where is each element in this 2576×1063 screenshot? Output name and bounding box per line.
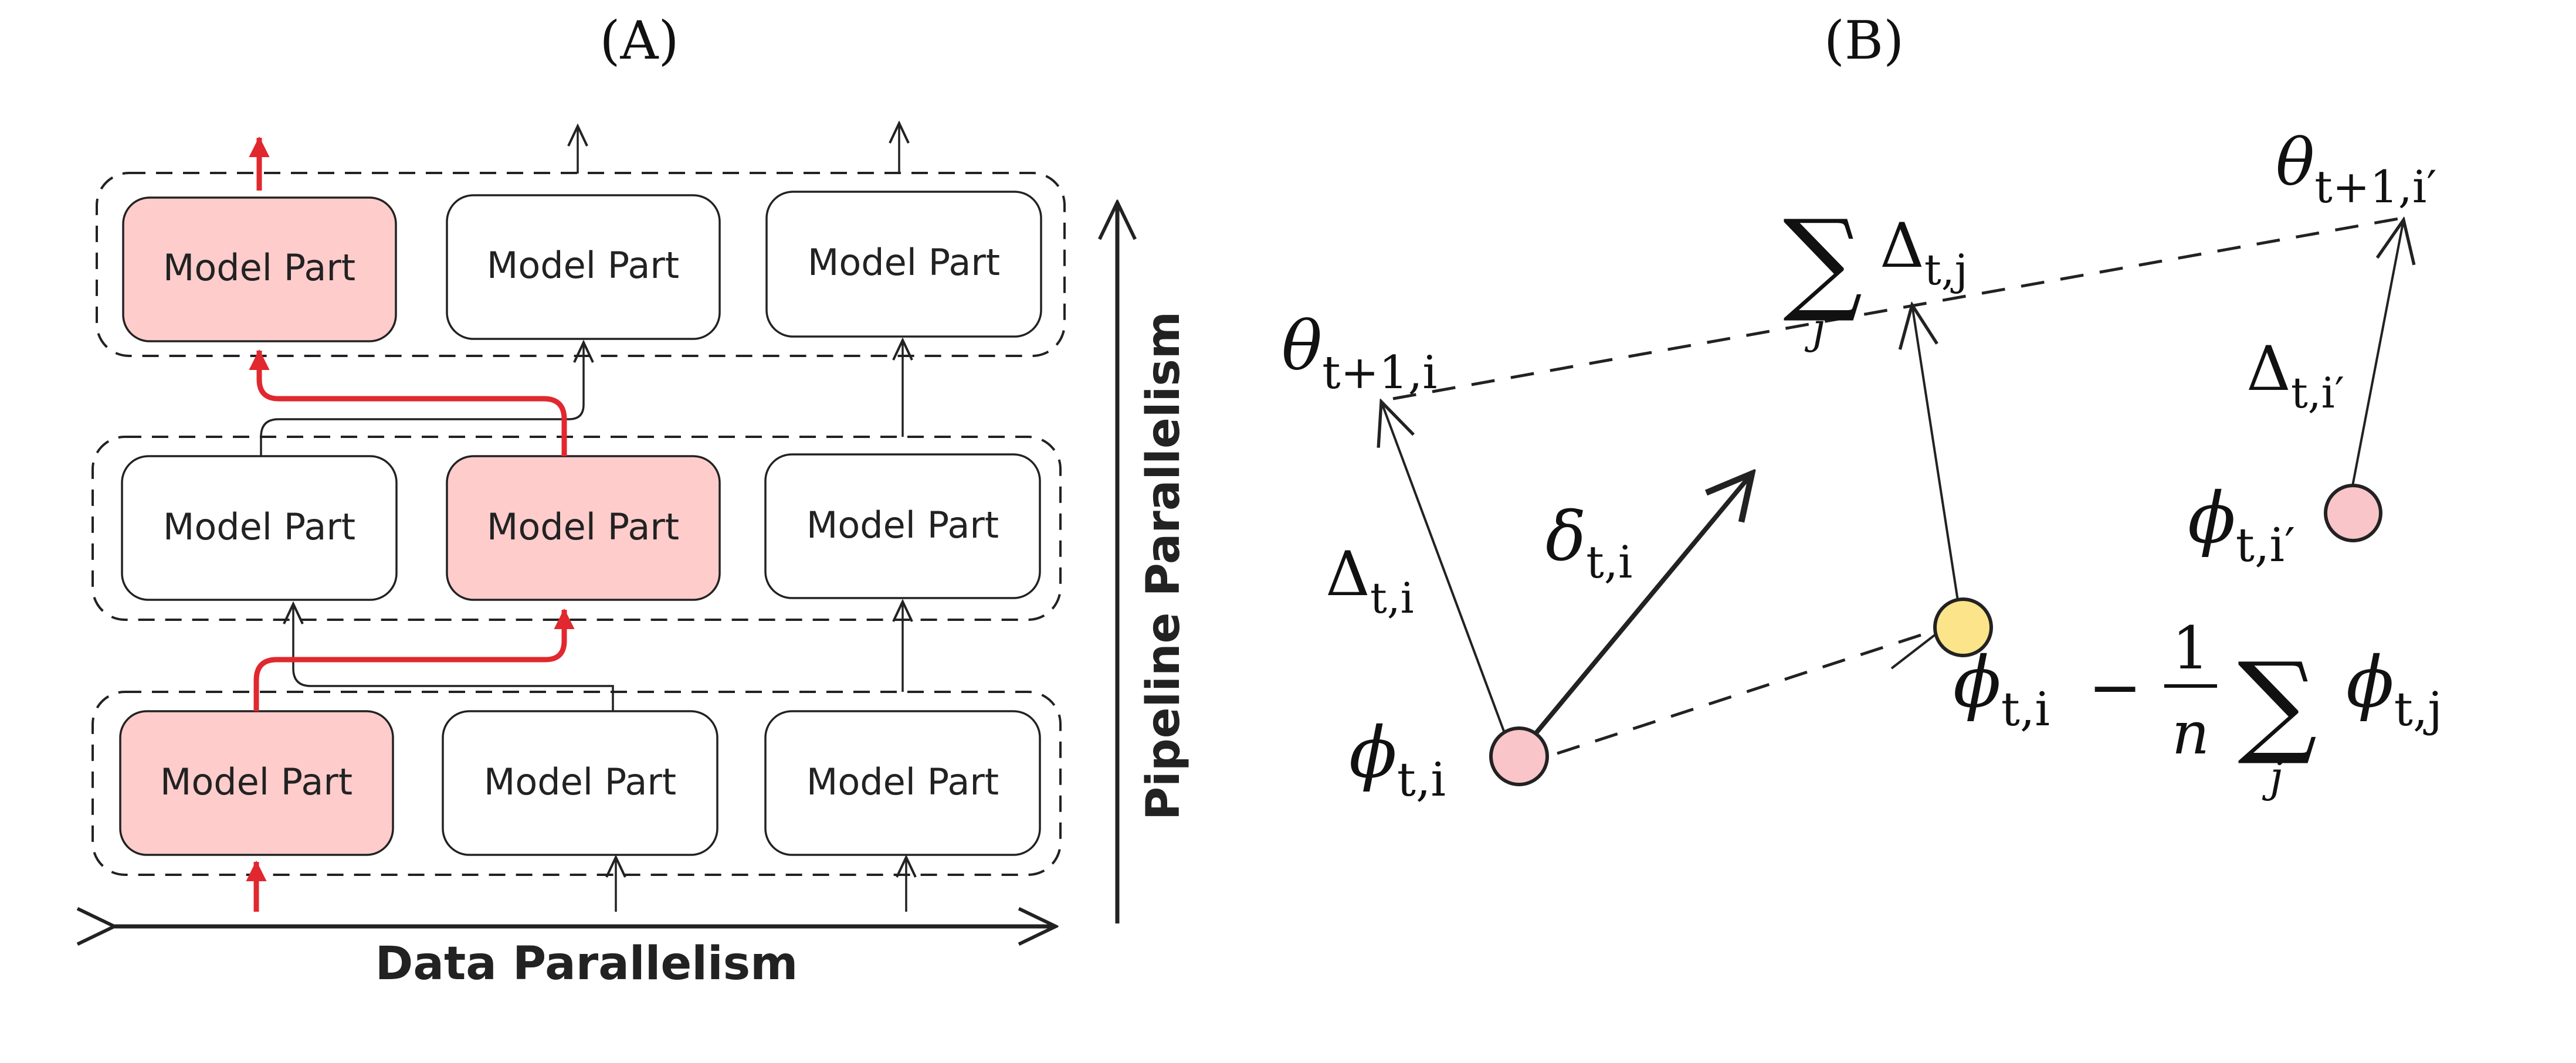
model-part-box: Model Part xyxy=(446,455,721,601)
panel-b-label: (B) xyxy=(1824,10,1904,72)
svg-text:Model Part: Model Part xyxy=(806,760,999,803)
svg-text:Model Part: Model Part xyxy=(484,760,676,803)
svg-text:Model Part: Model Part xyxy=(163,505,355,548)
model-part-box: Model Part xyxy=(119,710,394,856)
delta-left-label: Δt,i xyxy=(1326,538,1414,623)
model-part-box: Model Part xyxy=(442,710,718,856)
stage-arrow xyxy=(260,342,584,456)
stage-arrow xyxy=(293,604,614,711)
delta-right-arrow xyxy=(2348,220,2404,505)
svg-text:Model Part: Model Part xyxy=(160,760,352,803)
panel-a-label: (A) xyxy=(599,10,679,72)
phi-arrow-tick xyxy=(1890,633,1937,670)
panel-b: θt+1,i ∑ j Δt,j θt+1,i′ Δt,i δt,i Δt,i′ … xyxy=(1282,125,2442,807)
svg-text:Model Part: Model Part xyxy=(806,504,999,546)
data-parallelism-label: Data Parallelism xyxy=(375,938,798,990)
svg-text:Model Part: Model Part xyxy=(487,505,679,548)
phi-center-sum-term: ϕt,j xyxy=(2346,642,2442,736)
phi-center-sigma: ∑ xyxy=(2238,639,2317,768)
theta-left-label: θt+1,i xyxy=(1282,307,1437,399)
highlight-path-arrow xyxy=(253,608,575,711)
model-part-box: Model Part xyxy=(446,194,721,340)
model-part-box: Model Part xyxy=(765,191,1042,338)
phi-center-minus: − xyxy=(2088,650,2142,725)
theta-right-label: θt+1,i′ xyxy=(2276,125,2437,213)
phi-right-node xyxy=(2324,484,2382,542)
model-part-box: Model Part xyxy=(121,455,398,601)
phi-center-term: ϕt,i xyxy=(1953,642,2050,736)
phi-right-label: ϕt,i′ xyxy=(2188,478,2295,572)
phi-center-node xyxy=(1933,597,1993,657)
sum-delta-label: Δt,j xyxy=(1880,210,1968,294)
model-part-box: Model Part xyxy=(122,196,397,342)
svg-text:Model Part: Model Part xyxy=(163,246,355,289)
panel-a: Model Part Model Part Model Part Model P… xyxy=(93,123,1190,990)
sum-delta-sigma: ∑ xyxy=(1783,196,1863,325)
highlight-path-arrow xyxy=(249,349,567,456)
model-part-box: Model Part xyxy=(764,453,1041,599)
pipeline-parallelism-label: Pipeline Parallelism xyxy=(1137,311,1190,820)
phi-left-node xyxy=(1489,726,1549,786)
phi-left-label: ϕt,i xyxy=(1349,712,1446,807)
delta-right-label: Δt,i′ xyxy=(2246,333,2344,417)
delta-left-arrow xyxy=(1381,402,1514,757)
delta-small-label: δt,i xyxy=(1545,498,1632,588)
model-part-box: Model Part xyxy=(764,710,1041,856)
svg-text:Model Part: Model Part xyxy=(808,241,1000,284)
delta-small-arrow xyxy=(1517,475,1751,755)
svg-text:Model Part: Model Part xyxy=(487,244,679,287)
row-container-middle xyxy=(91,436,1062,621)
phi-center-frac-den: n xyxy=(2172,699,2209,767)
row-container-bottom xyxy=(91,691,1062,876)
dashed-line-theta xyxy=(1392,216,2402,400)
sum-delta-arrow xyxy=(1912,305,1961,616)
phi-center-frac-num: 1 xyxy=(2172,614,2209,682)
dashed-line-phi xyxy=(1557,629,1936,755)
